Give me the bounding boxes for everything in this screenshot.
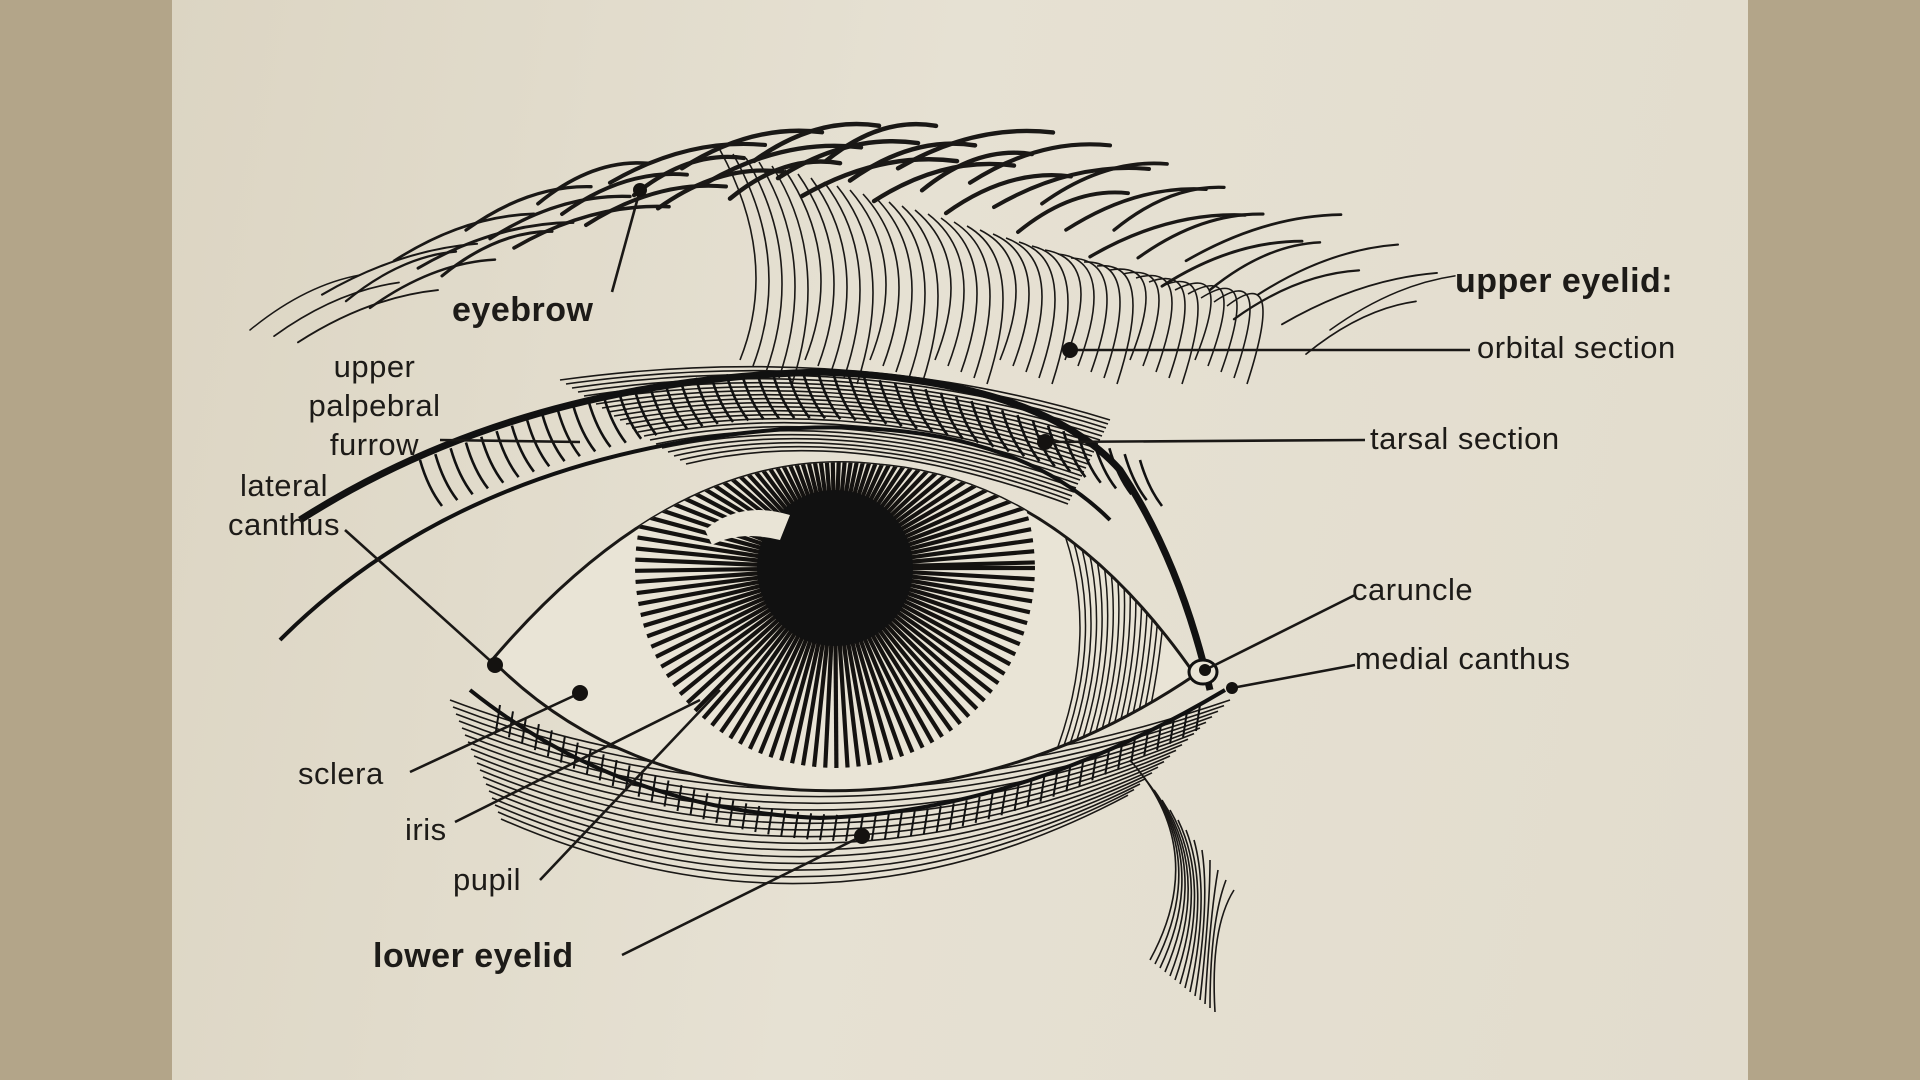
label-lower-eyelid: lower eyelid (373, 937, 574, 975)
lower-lid-margin (468, 688, 1227, 821)
upper-palpebral-furrow-line (278, 425, 1112, 642)
leader-medial-canthus (1231, 663, 1356, 690)
eye-highlight (705, 510, 790, 545)
pupil (757, 490, 913, 646)
dot-sclera (572, 685, 588, 701)
dot-medial-canthus (1226, 682, 1238, 694)
label-iris: iris (405, 812, 447, 847)
label-lateral-canthus: lateral canthus (214, 466, 354, 544)
leader-lines (344, 183, 1470, 957)
leader-iris (454, 698, 701, 824)
label-medial-canthus: medial canthus (1355, 641, 1571, 676)
eyebrow-hatching (249, 121, 1456, 355)
leader-lateral-canthus (344, 529, 496, 666)
label-sclera: sclera (298, 756, 384, 791)
label-upper-palpebral-furrow-line-1: upper (333, 349, 416, 384)
label-upper-palpebral-furrow-line-2: palpebral (308, 388, 441, 423)
upper-lid-margin (298, 368, 1214, 691)
label-upper-palpebral-furrow: upper palpebral furrow (292, 347, 457, 464)
label-lateral-canthus-line-1: lateral (240, 468, 328, 503)
dot-lower-eyelid (854, 828, 870, 844)
leader-furrow (439, 438, 581, 444)
label-pupil: pupil (453, 862, 521, 897)
dot-lateral-canthus (487, 657, 503, 673)
dot-tarsal (1037, 434, 1053, 450)
leader-pupil (539, 689, 721, 881)
leader-caruncle (1204, 593, 1356, 672)
dot-eyebrow (633, 183, 647, 197)
label-orbital-section: orbital section (1477, 330, 1676, 365)
leader-eyebrow (610, 189, 642, 293)
leader-sclera (409, 691, 581, 774)
label-lateral-canthus-line-2: canthus (227, 507, 341, 542)
label-eyebrow: eyebrow (452, 291, 594, 329)
label-upper-eyelid: upper eyelid: (1455, 262, 1674, 300)
dot-orbital (1062, 342, 1078, 358)
leader-lower-eyelid (621, 834, 863, 957)
leader-tarsal (1044, 438, 1366, 444)
dot-caruncle (1199, 664, 1211, 676)
label-upper-palpebral-furrow-line-3: furrow (329, 427, 420, 462)
label-caruncle: caruncle (1352, 572, 1474, 607)
lower-eyelid-hatching (449, 699, 1235, 1013)
label-tarsal-section: tarsal section (1370, 421, 1560, 456)
